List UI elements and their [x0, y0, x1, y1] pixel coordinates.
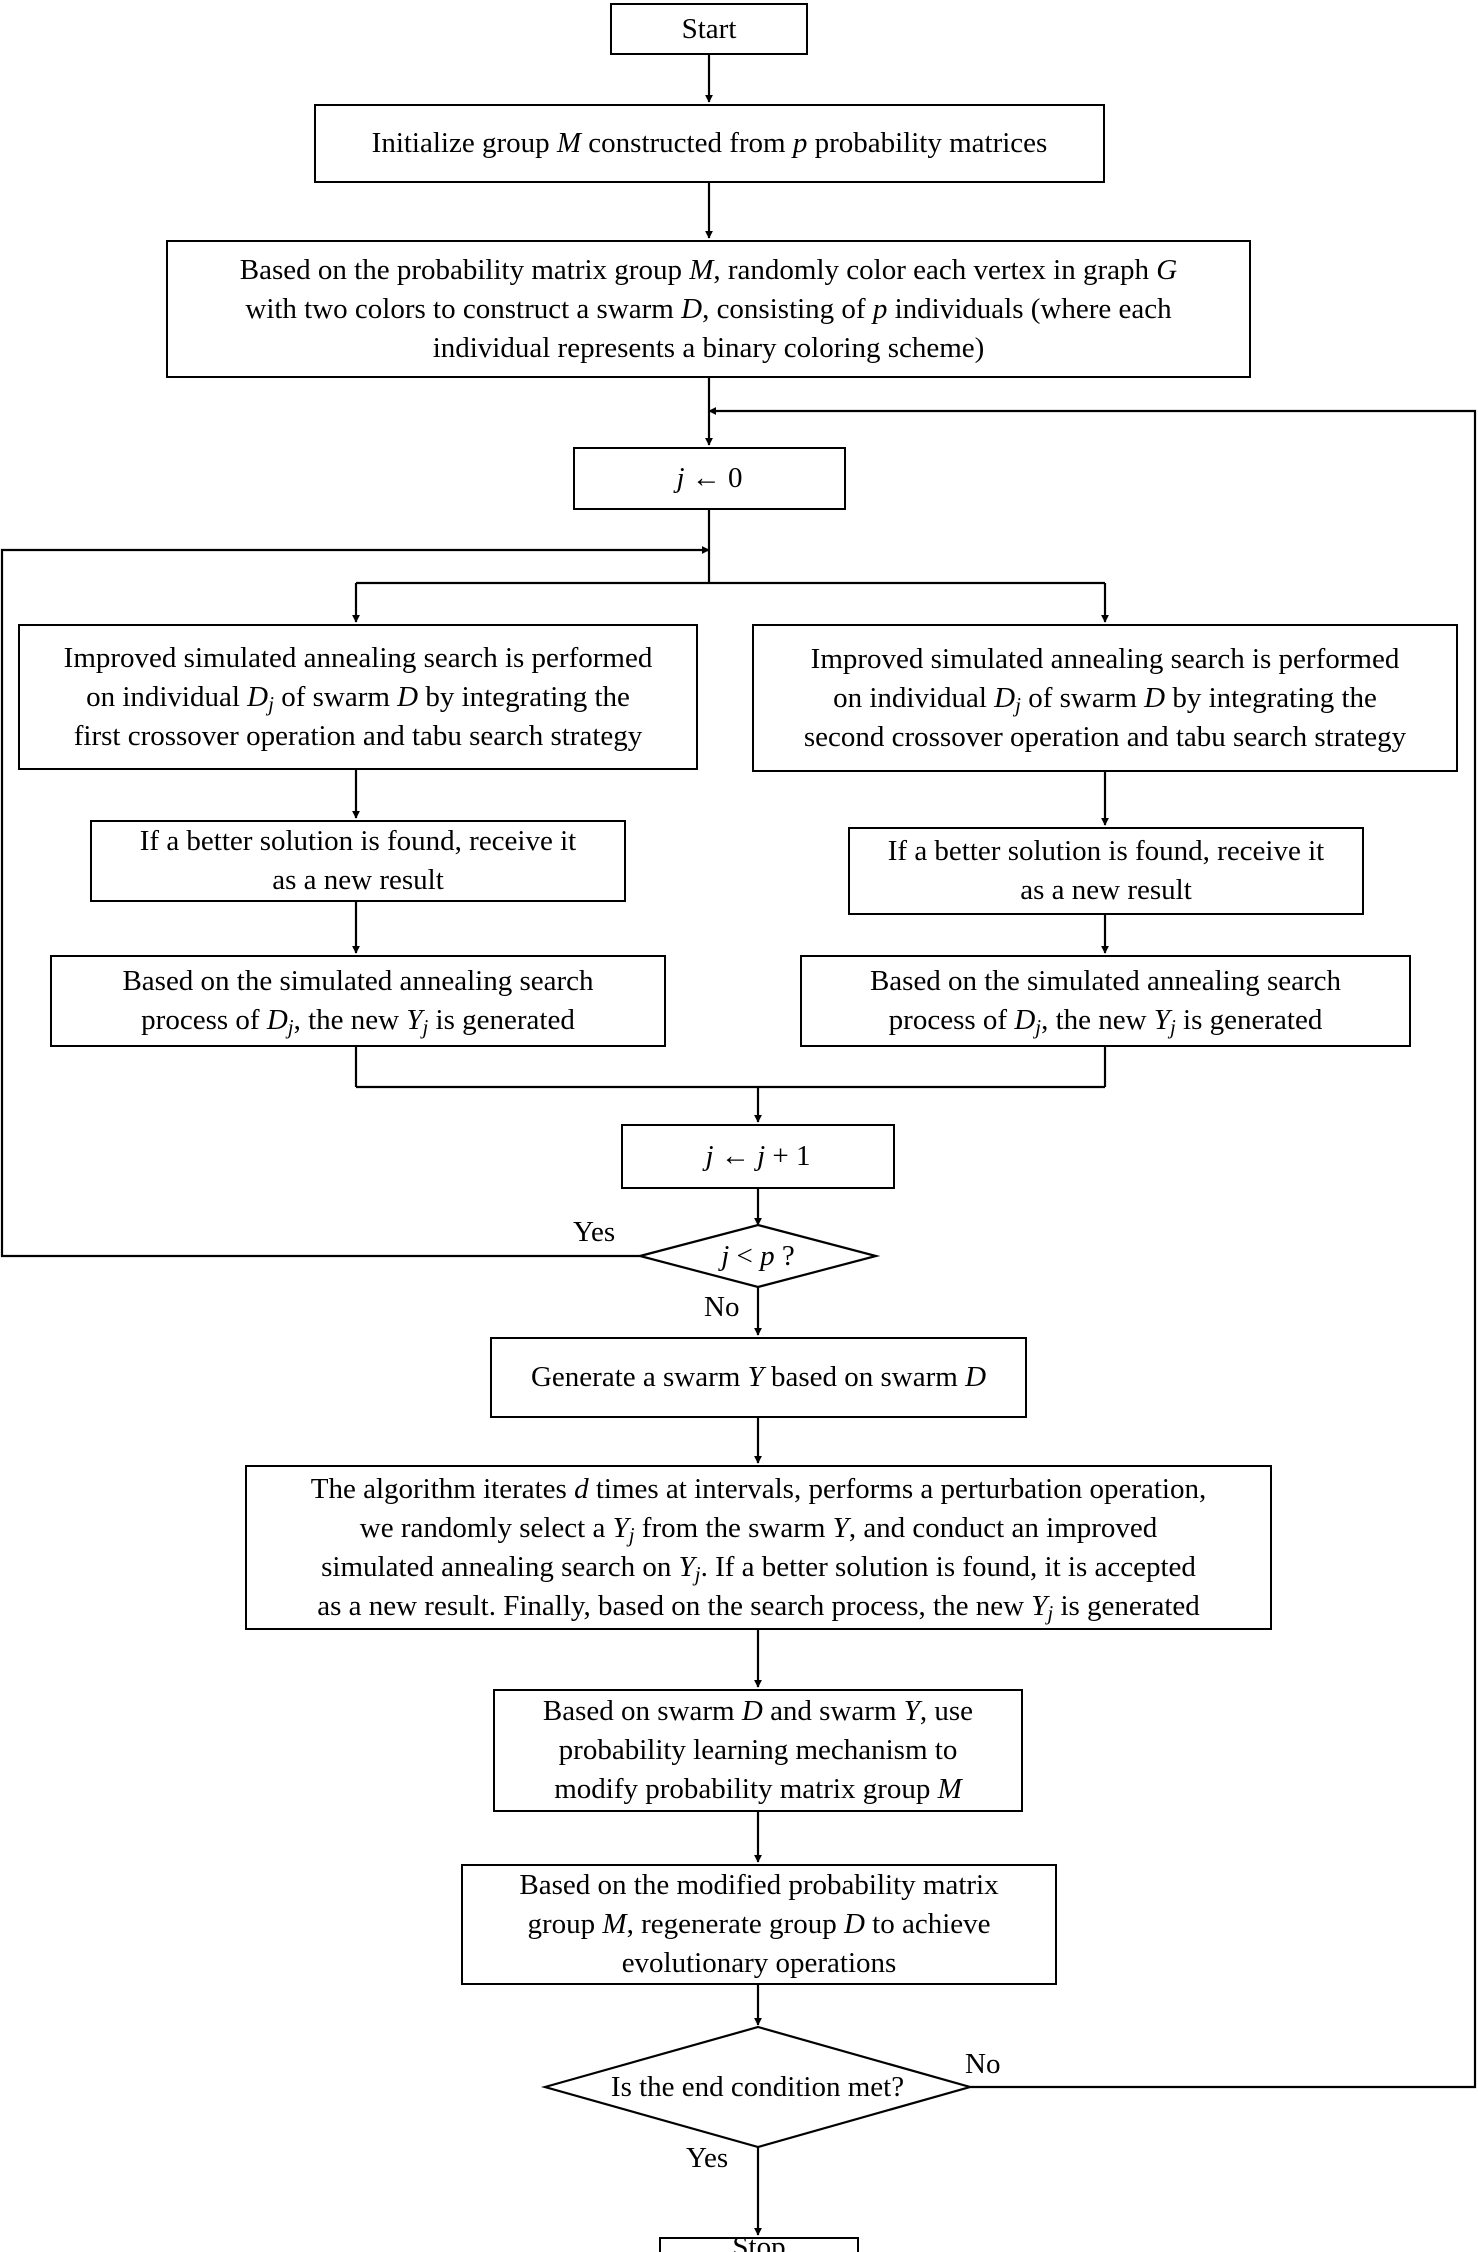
decision-j-less-p-label: j < p ?: [721, 1239, 795, 1272]
sa-first-crossover-box: Improved simulated annealing search is p…: [18, 624, 698, 770]
regenerate-group-box: Based on the modified probability matrix…: [461, 1864, 1057, 1985]
connector-yes-loop: [0, 546, 710, 1258]
start-node: Start: [610, 3, 808, 55]
generate-yj-right-box: Based on the simulated annealing search …: [800, 955, 1411, 1047]
decision-end-condition: [540, 2025, 975, 2149]
generate-swarm-y-box: Generate a swarm Y based on swarm D: [490, 1337, 1027, 1418]
accept-better-right-box: If a better solution is found, receive i…: [848, 827, 1364, 915]
yes-loop-label: Yes: [573, 1216, 616, 1248]
construct-swarm-box: Based on the probability matrix group M,…: [166, 240, 1251, 378]
initialize-group-box: Initialize group M constructed from p pr…: [314, 104, 1105, 183]
accept-better-left-box: If a better solution is found, receive i…: [90, 820, 626, 902]
no-end-label: No: [965, 2048, 1001, 2080]
probability-learning-box: Based on swarm D and swarm Y, use probab…: [493, 1689, 1023, 1812]
sa-second-crossover-box: Improved simulated annealing search is p…: [752, 624, 1458, 772]
yes-end-label: Yes: [686, 2142, 729, 2174]
connector-no-loop: [708, 407, 1477, 2089]
perturbation-box: The algorithm iterates d times at interv…: [245, 1465, 1272, 1630]
no-continue-label: No: [704, 1291, 740, 1323]
stop-node: Stop: [659, 2233, 859, 2252]
init-j-box: j ← 0: [573, 447, 846, 510]
decision-end-condition-label: Is the end condition met?: [610, 2070, 905, 2103]
generate-yj-left-box: Based on the simulated annealing search …: [50, 955, 666, 1047]
decision-j-less-p: [635, 1223, 881, 1289]
increment-j-box: j ← j + 1: [621, 1124, 895, 1189]
